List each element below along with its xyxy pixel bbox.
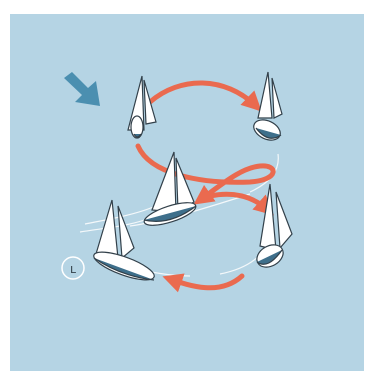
buoy-mark-glyph: ʟ <box>70 262 76 276</box>
sailing-maneuver-illustration: ʟ <box>10 14 364 371</box>
